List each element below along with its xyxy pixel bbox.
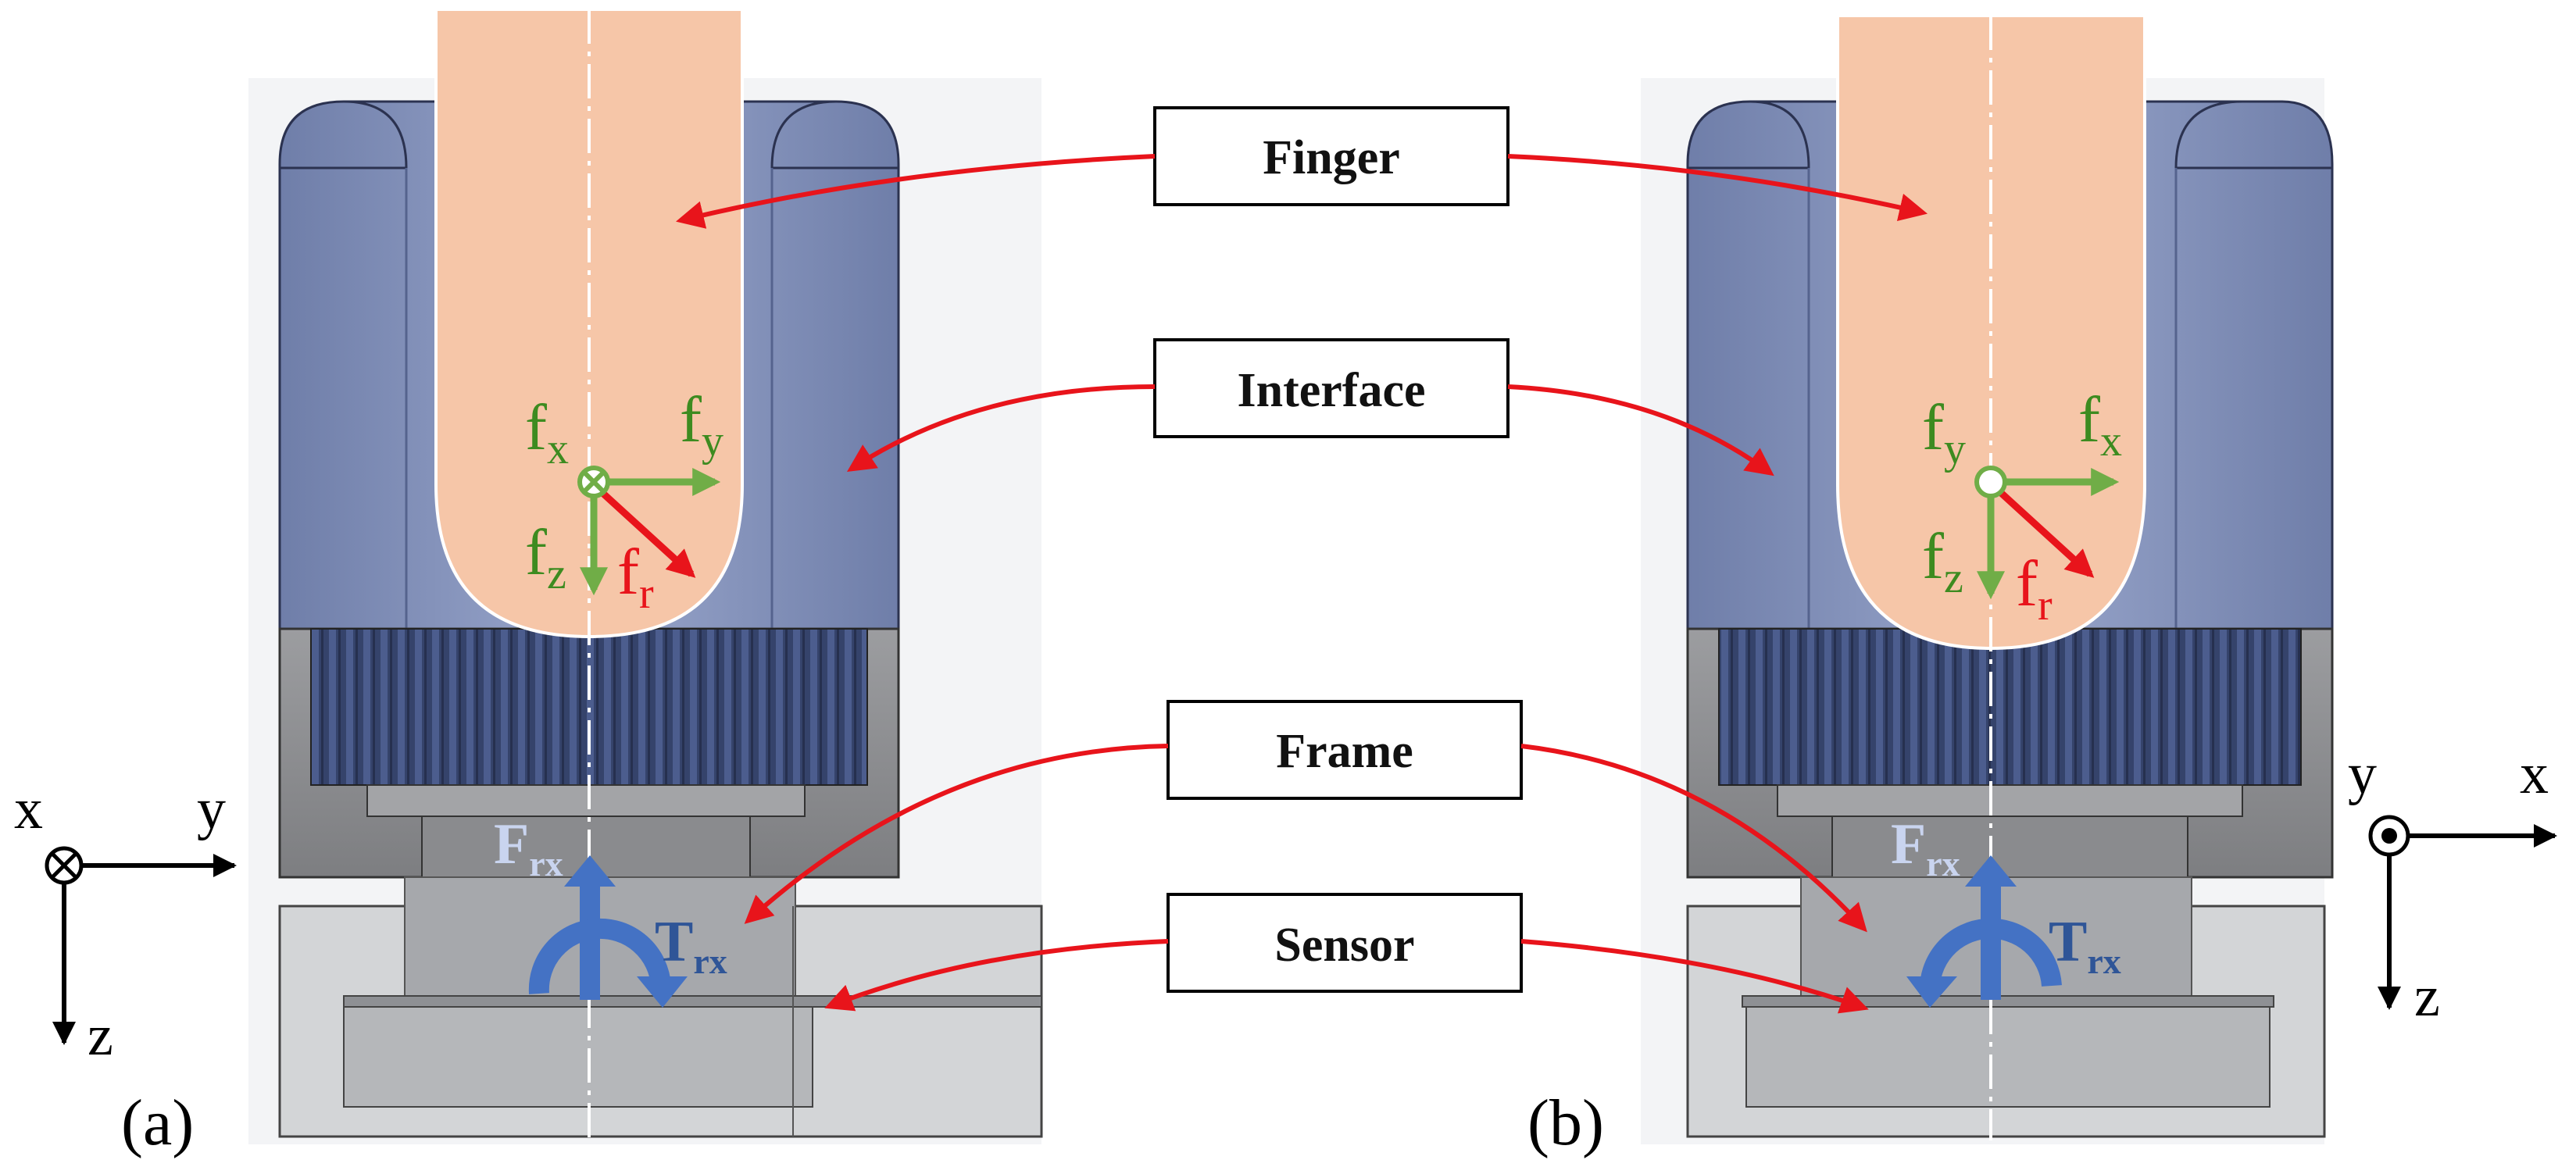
panel-a-axis-y-label: y bbox=[197, 777, 226, 841]
panel-b-fz-label: fz bbox=[1922, 520, 1963, 602]
callout-sensor-text: Sensor bbox=[1274, 919, 1414, 972]
panel-b-fy-label: fy bbox=[1922, 391, 1966, 473]
panel-b-caption: (b) bbox=[1527, 1087, 1604, 1159]
panel-b-sensor bbox=[1686, 876, 2326, 1138]
callout-interface-arrow-a bbox=[846, 384, 1156, 472]
panel-b-frame bbox=[1686, 627, 2334, 879]
panel-b-fx-label: fx bbox=[2078, 384, 2122, 466]
callout-sensor-arrow-a bbox=[824, 939, 1169, 1012]
panel-b-axis-z-label: z bbox=[2414, 965, 2440, 1029]
panel-a-axis-x-label: x bbox=[14, 777, 43, 841]
panel-b-trx-label: Trx bbox=[2049, 910, 2121, 981]
callout-sensor-arrow-b bbox=[1520, 939, 1869, 1014]
panel-a: fx fy fz fr Frx Trx x y z (a) bbox=[14, 8, 1043, 1159]
panel-b-trx-arrow bbox=[1919, 918, 2062, 994]
panel-a-axis-z-label: z bbox=[88, 1004, 113, 1068]
panel-a-frx-label: Frx bbox=[494, 812, 563, 883]
callout-interface: Interface bbox=[846, 338, 1774, 476]
panel-a-finger bbox=[434, 8, 744, 639]
callout-finger-arrow-b bbox=[1507, 154, 1928, 222]
callout-sensor: Sensor bbox=[824, 893, 1869, 1014]
callout-frame: Frame bbox=[744, 700, 1867, 933]
callout-frame-arrow-b bbox=[1520, 744, 1867, 933]
callout-interface-text: Interface bbox=[1238, 364, 1426, 417]
panel-a-caption: (a) bbox=[121, 1087, 194, 1159]
callout-interface-arrow-b bbox=[1507, 384, 1774, 476]
callout-finger: Finger bbox=[676, 106, 1928, 229]
callout-frame-text: Frame bbox=[1276, 725, 1413, 778]
panel-b-frx-label: Frx bbox=[1891, 812, 1960, 883]
panel-b-fr-label: fr bbox=[2016, 548, 2053, 630]
panel-b-origin-out-icon bbox=[1974, 466, 2007, 498]
panel-a-trx-arrow bbox=[528, 918, 671, 994]
panel-a-trx-label: Trx bbox=[655, 910, 727, 981]
panel-b: fy fx fz fr Frx Trx y x z (b) bbox=[1527, 14, 2557, 1159]
panel-a-fr-label: fr bbox=[617, 536, 654, 618]
panel-a-fy-label: fy bbox=[680, 384, 723, 466]
panel-b-frx-arrow bbox=[1965, 855, 2017, 1000]
panel-b-axes: y x z bbox=[2348, 742, 2557, 1029]
panel-a-fx-label: fx bbox=[525, 391, 569, 473]
panel-b-axis-x-label: x bbox=[2520, 742, 2549, 806]
panel-a-fz-label: fz bbox=[525, 516, 566, 598]
panel-a-axes: x y z bbox=[14, 777, 237, 1068]
callout-frame-arrow-a bbox=[744, 744, 1169, 924]
panel-a-fr-arrow bbox=[598, 489, 696, 578]
panel-a-origin-into-icon bbox=[577, 466, 610, 498]
panel-a-frx-arrow bbox=[564, 855, 616, 1000]
callout-finger-text: Finger bbox=[1263, 131, 1400, 184]
callout-finger-arrow-a bbox=[676, 154, 1156, 229]
panel-b-axis-y-label: y bbox=[2348, 742, 2377, 806]
panel-b-fr-arrow bbox=[1997, 489, 2095, 578]
